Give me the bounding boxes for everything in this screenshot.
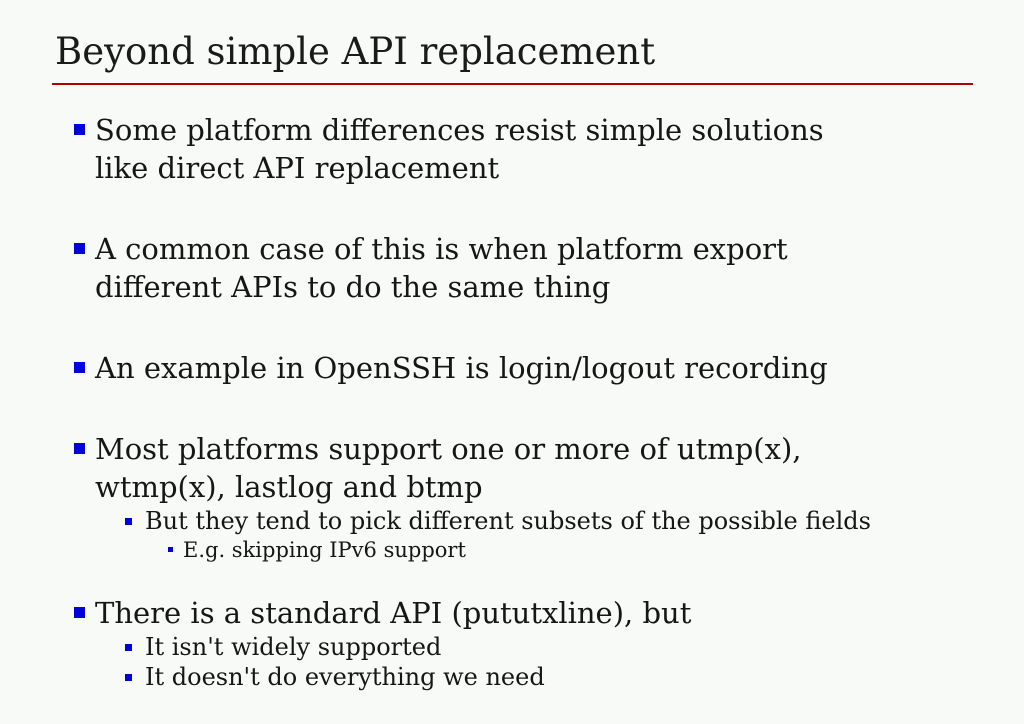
- bullet-line: It doesn't do everything we need: [145, 663, 545, 691]
- bullet-line: different APIs to do the same thing: [95, 270, 611, 304]
- bullet-line: wtmp(x), lastlog and btmp: [95, 470, 483, 504]
- bullet-square-icon: [125, 644, 132, 651]
- bullet-square-icon: [168, 547, 173, 552]
- bullet-square-icon: [74, 443, 85, 454]
- bullet-text: There is a standard API (pututxline), bu…: [95, 594, 691, 632]
- slide-title: Beyond simple API replacement: [55, 30, 656, 73]
- bullet-text: It isn't widely supported: [145, 632, 441, 662]
- bullet-line: An example in OpenSSH is login/logout re…: [95, 351, 828, 385]
- bullet-line: A common case of this is when platform e…: [95, 232, 788, 266]
- bullet-text: An example in OpenSSH is login/logout re…: [95, 349, 828, 387]
- bullet-item: It isn't widely supported: [0, 632, 1024, 662]
- bullet-line: It isn't widely supported: [145, 633, 442, 661]
- bullet-square-icon: [74, 243, 85, 254]
- bullet-text: A common case of this is when platform e…: [95, 230, 788, 306]
- bullet-square-icon: [74, 124, 85, 135]
- bullet-item: A common case of this is when platform e…: [0, 230, 1024, 306]
- bullet-item: But they tend to pick different subsets …: [0, 506, 1024, 536]
- bullet-text: Most platforms support one or more of ut…: [95, 430, 802, 506]
- bullet-item: It doesn't do everything we need: [0, 662, 1024, 692]
- slide-content: Some platform differences resist simple …: [0, 111, 1024, 692]
- bullet-square-icon: [125, 518, 132, 525]
- bullet-line: Most platforms support one or more of ut…: [95, 432, 802, 466]
- bullet-line: E.g. skipping IPv6 support: [183, 538, 466, 562]
- bullet-text: Some platform differences resist simple …: [95, 111, 824, 187]
- bullet-item: An example in OpenSSH is login/logout re…: [0, 349, 1024, 387]
- bullet-item: E.g. skipping IPv6 support: [0, 536, 1024, 564]
- bullet-text: But they tend to pick different subsets …: [145, 506, 871, 536]
- bullet-line: like direct API replacement: [95, 151, 500, 185]
- bullet-item: Some platform differences resist simple …: [0, 111, 1024, 187]
- bullet-line: There is a standard API (pututxline), bu…: [95, 596, 692, 630]
- bullet-item: There is a standard API (pututxline), bu…: [0, 594, 1024, 632]
- title-rule: [52, 83, 973, 85]
- bullet-text: It doesn't do everything we need: [145, 662, 545, 692]
- bullet-square-icon: [125, 674, 132, 681]
- bullet-line: Some platform differences resist simple …: [95, 113, 824, 147]
- bullet-text: E.g. skipping IPv6 support: [183, 536, 466, 564]
- bullet-square-icon: [74, 362, 85, 373]
- bullet-square-icon: [74, 607, 85, 618]
- bullet-line: But they tend to pick different subsets …: [145, 507, 871, 535]
- bullet-item: Most platforms support one or more of ut…: [0, 430, 1024, 506]
